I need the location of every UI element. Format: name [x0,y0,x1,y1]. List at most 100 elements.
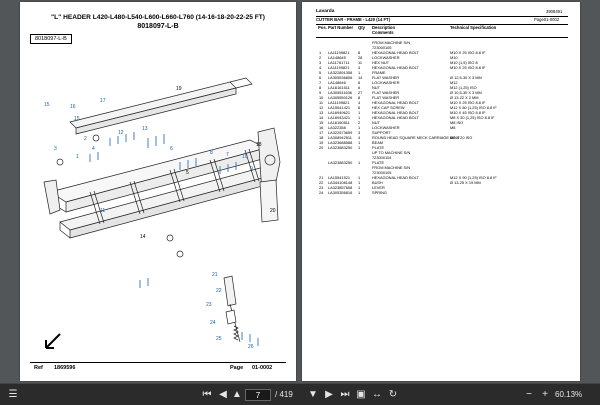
row-description: NUT [372,85,380,90]
page-label: Page [230,365,244,371]
zoom-in-icon[interactable]: + [542,389,548,400]
row-pos: 13 [319,110,324,115]
table-row: UP TO MACHINE S/N [316,150,568,155]
row-tech-spec: M10 (1,5) ISO 8 [450,60,478,65]
row-qty: 1 [358,115,361,120]
row-qty: 4 [358,100,361,105]
row-description: FRAME [372,70,386,75]
page-value: 01-0002 [252,365,273,371]
row-qty: 1 [358,190,361,195]
zoom-out-icon[interactable]: − [526,389,532,400]
row-pos: 5 [319,70,322,75]
col-part: Part Number [328,25,354,30]
callout-9: 9 [250,166,253,172]
row-description: UP TO MACHINE S/N [372,150,411,155]
row-pos: 7 [319,80,322,85]
page-number-input[interactable] [245,389,271,401]
row-part-number: LA11761711 [328,60,350,65]
row-part-number: LA11199821 [328,65,350,70]
callout-25: 25 [216,336,222,342]
col-desc: Description [372,25,396,30]
row-description: 723000104 [372,155,392,160]
row-part-number: LA148646 [328,80,346,85]
row-pos: 20 [319,145,324,150]
row-pos: 23 [319,185,324,190]
row-part-number: LA16161511 [328,85,350,90]
row-part-number: LA322358 [328,125,346,130]
page-down-icon[interactable]: ▼ [308,389,318,400]
rotate-icon[interactable]: ↻ [388,389,398,400]
row-qty: 28 [358,55,363,60]
row-qty: 1 [358,140,361,145]
row-description: HEXAGONAL HEAD BOLT [372,50,419,55]
callout-17: 17 [100,98,106,104]
row-pos: 15 [319,120,324,125]
row-part-number: LA322891358 [328,70,353,75]
callout-6: 6 [170,146,173,152]
row-description: BEAM [372,140,384,145]
table-row: FROM MACHINE S/N [316,40,568,45]
document-viewport[interactable]: "L" HEADER L420-L480-L540-L600-L660-L760… [0,0,600,383]
drawing-code-box: 8018097-L-B [30,34,72,44]
fit-page-icon[interactable]: ▣ [356,389,366,400]
brand-label: Lavarda [316,9,335,14]
callout-20: 20 [270,208,276,214]
row-pos: 18 [319,135,324,140]
row-description: HEXAGONAL HEAD BOLT [372,115,419,120]
page-title: "L" HEADER L420-L480-L540-L600-L660-L760… [50,14,266,21]
row-qty: 6 [358,105,361,110]
col-comments: Comments [372,30,394,35]
row-description: PLATE [372,160,385,165]
fit-width-icon[interactable]: ↔ [372,389,382,400]
row-qty: 1 [358,70,361,75]
page-up-icon[interactable]: ▲ [232,389,242,400]
row-tech-spec: M8 X 20 ISO [450,135,473,140]
row-pos: 14 [319,115,324,120]
row-description: FLAT WASHER [372,95,400,100]
row-tech-spec: M12 [450,80,458,85]
sidebar-toggle-icon[interactable]: ☰ [8,389,18,400]
next-page-icon[interactable]: ▶ [325,389,333,400]
row-description: PLATE [372,145,385,150]
last-page-icon[interactable]: ⏭ [340,389,350,400]
callout-11: 11 [100,208,105,214]
row-description: SPRING [372,190,387,195]
callout-15a: 15 [74,116,80,122]
zoom-level[interactable]: 60.13% [555,390,583,399]
row-description: SUPPORT [372,130,391,135]
callout-4: 4 [92,146,95,152]
row-qty: 8 [358,95,361,100]
row-part-number: LA15541521 [328,175,351,180]
table-row: 5 LA322891358 1 FRAME [316,70,568,75]
row-part-number: LA322573659 [328,130,353,135]
row-tech-spec: M10 X 45 ISO 8.8 IF [450,110,486,115]
row-pos: 3 [319,60,322,65]
row-part-number: LA323883250 [328,145,353,150]
row-pos: 17 [319,130,324,135]
table-row: 723000104 [316,155,568,160]
row-pos: 21 [319,175,324,180]
first-page-icon[interactable]: ⏮ [202,389,212,400]
row-part-number: LA15541421 [328,105,351,110]
row-part-number: LA323883250 [328,160,353,165]
prev-page-icon[interactable]: ◀ [219,389,227,400]
callout-16: 16 [70,104,76,110]
row-qty: 6 [358,80,361,85]
callout-19: 19 [176,86,182,92]
